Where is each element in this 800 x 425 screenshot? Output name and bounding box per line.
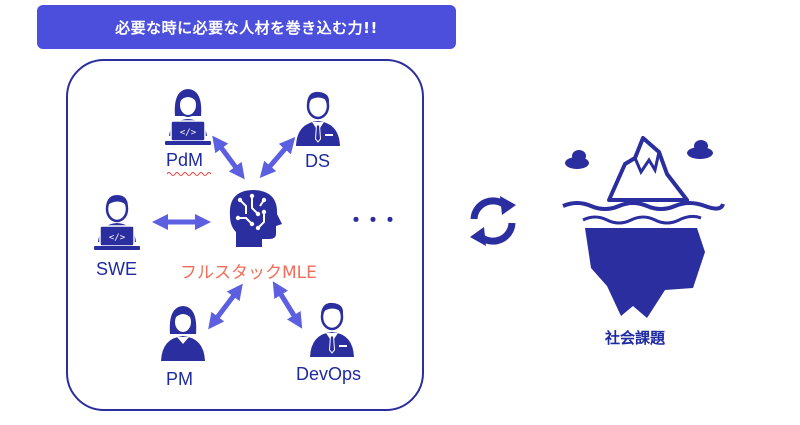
arrow-ds-center bbox=[259, 136, 296, 179]
role-label-pdm: PdM bbox=[166, 150, 204, 170]
ai-head-icon bbox=[229, 190, 282, 247]
swe-person-icon: </> bbox=[94, 195, 140, 250]
role-label-pm: PM bbox=[166, 369, 193, 389]
ellipsis: ・・・ bbox=[346, 208, 400, 232]
iceberg-icon bbox=[562, 136, 725, 318]
center-role-label: フルスタックMLE bbox=[180, 263, 317, 283]
headline-banner: 必要な時に必要な人材を巻き込む力!! bbox=[37, 5, 456, 49]
ds-person-icon bbox=[296, 91, 340, 146]
arrow-pm-center bbox=[208, 283, 243, 330]
svg-text:</>: </> bbox=[109, 233, 126, 243]
devops-person-icon bbox=[310, 302, 354, 357]
role-label-ds: DS bbox=[305, 151, 331, 171]
arrow-pdm-center bbox=[212, 135, 245, 180]
role-label-swe: SWE bbox=[96, 259, 138, 279]
sync-icon bbox=[470, 196, 516, 246]
cloud-icon-left bbox=[565, 150, 589, 169]
social-issue-label: 社会課題 bbox=[605, 329, 666, 347]
team-frame bbox=[66, 59, 424, 411]
pdm-person-icon: </> bbox=[165, 89, 211, 145]
spellcheck-underline bbox=[167, 172, 212, 176]
cloud-icon-right bbox=[687, 140, 713, 159]
svg-text:</>: </> bbox=[180, 128, 197, 138]
arrow-devops-center bbox=[272, 281, 303, 329]
pm-person-icon bbox=[161, 306, 205, 361]
role-label-devops: DevOps bbox=[296, 364, 362, 384]
